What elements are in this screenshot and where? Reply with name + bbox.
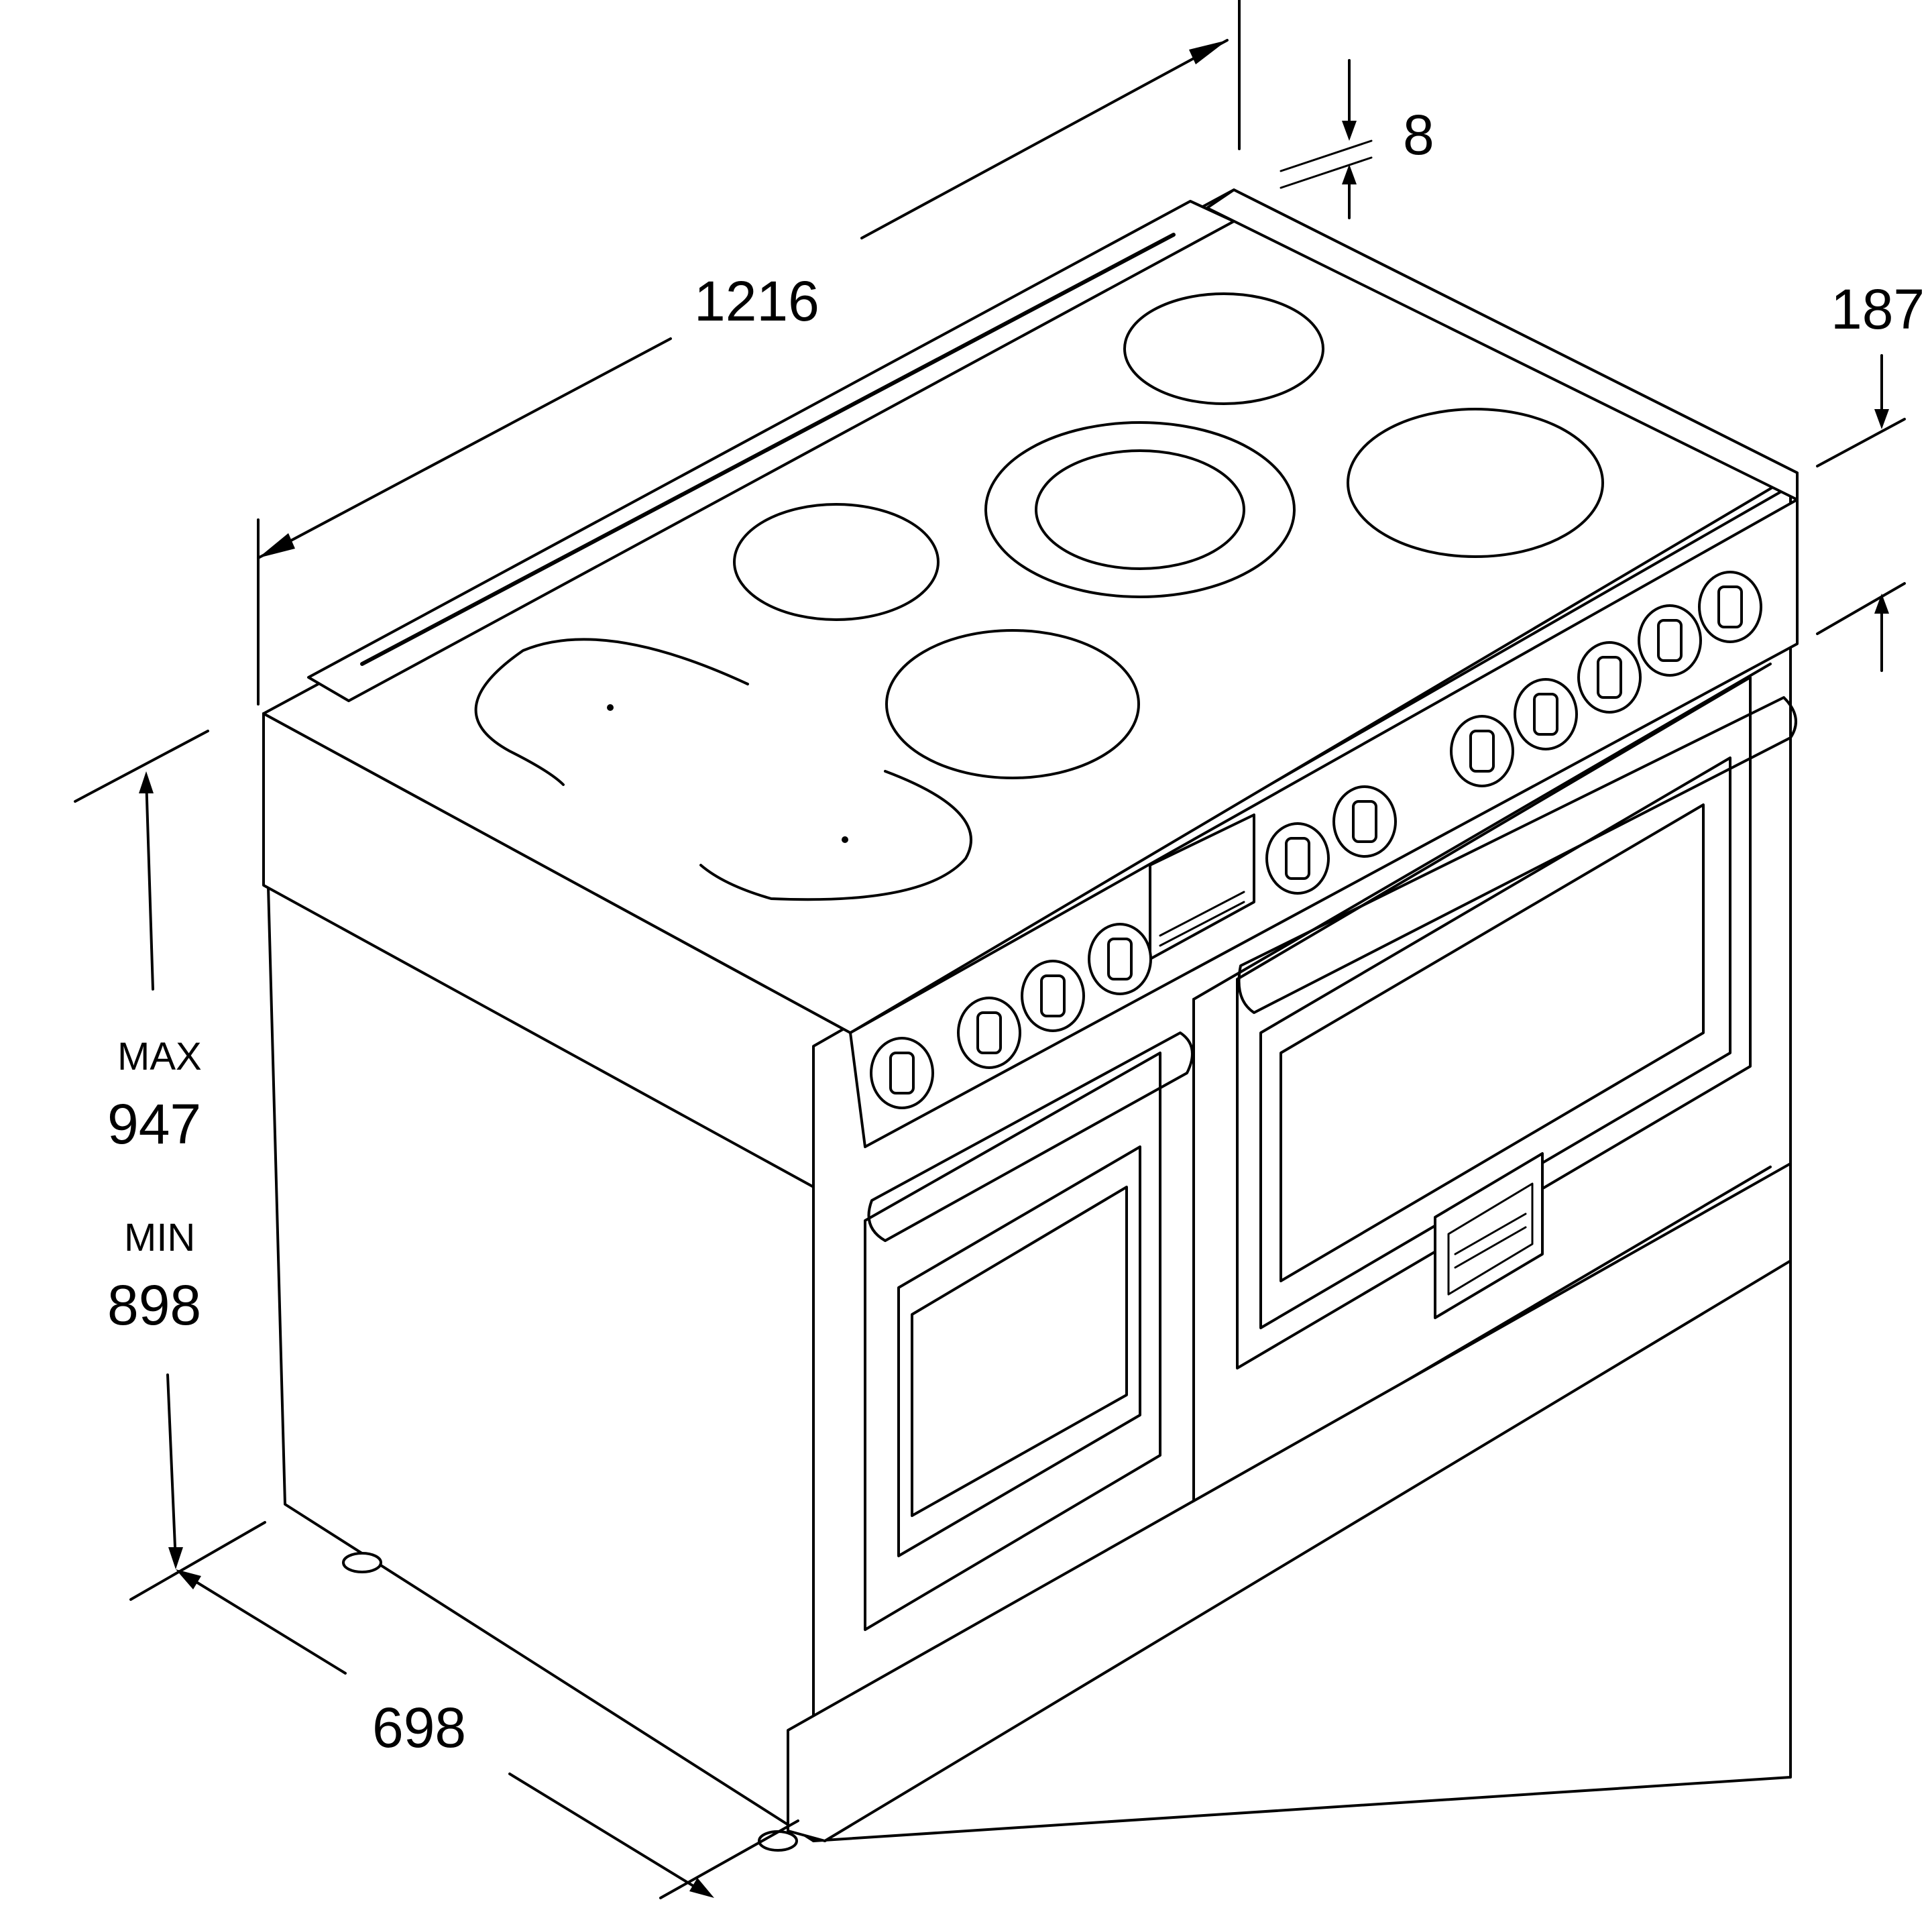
dimension-top-thickness-label: 8	[1403, 103, 1434, 166]
knob-5[interactable]	[1265, 822, 1330, 895]
knob-11[interactable]	[1698, 571, 1762, 643]
dimension-depth-label: 698	[372, 1696, 466, 1759]
cooking-zone-front-center	[885, 629, 1140, 779]
brand-badge	[1434, 1152, 1544, 1319]
toe-kick	[787, 1162, 1792, 1842]
knob-2[interactable]	[957, 997, 1021, 1069]
knob-6[interactable]	[1332, 785, 1397, 858]
knob-10[interactable]	[1638, 604, 1702, 677]
control-knobs	[870, 571, 1762, 1109]
front-panel	[812, 485, 1792, 1842]
knob-9[interactable]	[1577, 641, 1642, 714]
control-display	[1149, 813, 1255, 960]
dimension-width: 1216	[257, 0, 1241, 706]
cooking-zone-bridge-lower	[699, 770, 972, 901]
dimension-backguard-height: 187	[1816, 278, 1925, 672]
right-oven-handle[interactable]	[1237, 696, 1797, 1014]
dimension-top-thickness: 8	[1280, 59, 1434, 219]
height-min-label: MIN	[124, 1216, 195, 1259]
cooking-zone-right	[1347, 408, 1604, 558]
left-oven-door	[864, 1031, 1194, 1631]
control-panel	[849, 498, 1799, 1148]
knob-8[interactable]	[1514, 678, 1578, 750]
knob-7[interactable]	[1450, 715, 1514, 787]
cooking-zone-center-outer	[984, 421, 1296, 598]
range-body	[262, 188, 1799, 1852]
height-min-value: 898	[107, 1274, 201, 1337]
dimension-width-label: 1216	[694, 270, 819, 333]
knob-4[interactable]	[1088, 923, 1152, 995]
knob-1[interactable]	[870, 1037, 934, 1109]
foot-left	[342, 1552, 382, 1573]
dimension-height: MAX 947 MIN 898	[74, 730, 266, 1601]
dimension-depth: 698	[176, 1569, 799, 1899]
cooking-zones	[474, 292, 1604, 901]
cooking-zone-bridge-upper	[474, 638, 749, 786]
backguard-groove	[360, 233, 1176, 666]
left-oven-handle[interactable]	[867, 1031, 1194, 1242]
right-oven-door	[1236, 676, 1797, 1369]
cooking-zone-rear-right	[1123, 292, 1324, 405]
dimension-backguard-height-label: 187	[1831, 278, 1925, 341]
cooking-zone-center-inner	[1035, 449, 1245, 570]
height-max-label: MAX	[117, 1035, 202, 1078]
height-max-value: 947	[107, 1092, 201, 1156]
cooking-zone-rear-left	[733, 503, 940, 621]
knob-3[interactable]	[1021, 960, 1085, 1032]
